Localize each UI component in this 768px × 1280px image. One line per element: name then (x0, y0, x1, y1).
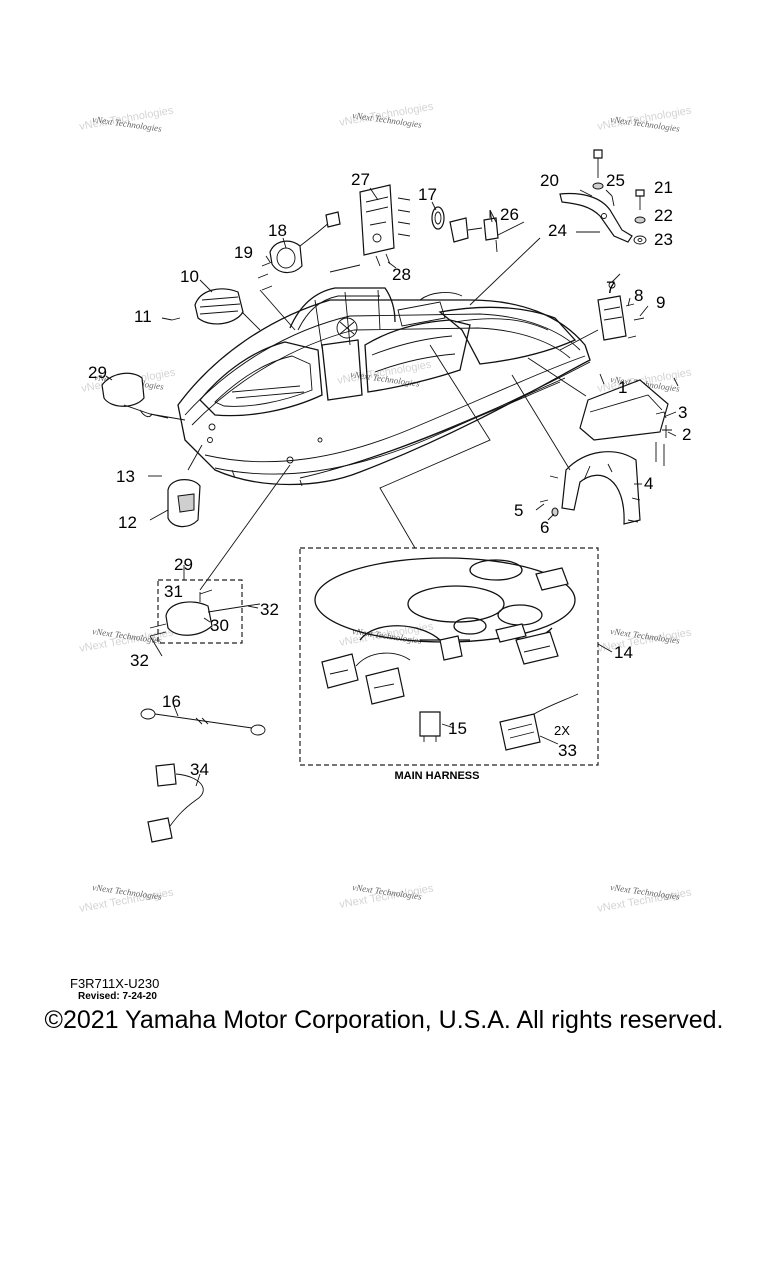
callout-25: 25 (606, 171, 625, 190)
revised-date: Revised: 7-24-20 (78, 991, 157, 1002)
callout-26: 26 (500, 205, 519, 224)
callout-18: 18 (268, 221, 287, 240)
part-11-screw (171, 317, 181, 321)
part-3-bolt (655, 411, 667, 419)
part-26-sensor (449, 210, 499, 253)
callout-13: 13 (116, 467, 135, 486)
callout-32b: 32 (130, 651, 149, 670)
part-7-relay-block (597, 281, 627, 341)
callout-7: 7 (606, 278, 615, 297)
part-4-bracket (549, 451, 641, 525)
callout-22: 22 (654, 206, 673, 225)
callout-2: 2 (682, 425, 691, 444)
main-harness-label: MAIN HARNESS (395, 770, 480, 782)
diagram-code: F3R711X-U230 (70, 976, 160, 991)
quantity-2x-label: 2X (554, 723, 570, 738)
callout-29b: 29 (174, 555, 193, 574)
part-29-light (101, 372, 169, 419)
callout-4: 4 (644, 474, 653, 493)
part-18-speaker-bezel (269, 211, 341, 274)
part-21-bolt (635, 189, 645, 210)
part-28-screws (375, 253, 391, 267)
part-5-screw (539, 499, 549, 503)
callout-5: 5 (514, 501, 523, 520)
callout-3: 3 (678, 403, 687, 422)
main-harness-box (299, 547, 599, 766)
boat-hull (177, 287, 591, 487)
callout-27: 27 (351, 170, 370, 189)
callout-9: 9 (656, 293, 665, 312)
part-22-washer (634, 216, 646, 224)
part-1-ecu-box (579, 373, 679, 441)
part-12-nav-light (167, 479, 201, 528)
part-25-bolt-washer (592, 149, 615, 207)
callout-6: 6 (540, 518, 549, 537)
part-23-grommet (633, 235, 647, 245)
callouts: 27 17 26 20 25 21 22 23 24 18 19 28 10 1… (88, 170, 691, 782)
callout-21: 21 (654, 178, 673, 197)
callout-31: 31 (164, 582, 183, 601)
part-16-ground-cable (140, 708, 266, 736)
part-8-screw (625, 303, 635, 307)
callout-17: 17 (418, 185, 437, 204)
part-20-bracket (559, 192, 633, 243)
part-34-sub-harness (147, 763, 204, 843)
callout-8: 8 (634, 286, 643, 305)
callout-23: 23 (654, 230, 673, 249)
callout-15: 15 (448, 719, 467, 738)
part-27-control-box (359, 184, 411, 256)
part-19-screws (257, 261, 273, 291)
inset-29-box (149, 579, 261, 644)
copyright-notice: ©2021 Yamaha Motor Corporation, U.S.A. A… (44, 1006, 724, 1034)
part-9-screw (627, 317, 645, 339)
callout-24: 24 (548, 221, 567, 240)
callout-14: 14 (614, 643, 633, 662)
callout-30: 30 (210, 616, 229, 635)
callout-1: 1 (618, 378, 627, 397)
leader-lines (105, 187, 677, 787)
callout-10: 10 (180, 267, 199, 286)
callout-34: 34 (190, 760, 209, 779)
callout-20: 20 (540, 171, 559, 190)
callout-16: 16 (162, 692, 181, 711)
callout-19: 19 (234, 243, 253, 262)
callout-12: 12 (118, 513, 137, 532)
part-10-speaker (194, 288, 244, 325)
callout-29a: 29 (88, 363, 107, 382)
part-17-grommet (431, 206, 445, 230)
part-2-stud (655, 425, 672, 466)
callout-32a: 32 (260, 600, 279, 619)
callout-11: 11 (134, 307, 152, 326)
callout-28: 28 (392, 265, 411, 284)
callout-33: 33 (558, 741, 577, 760)
